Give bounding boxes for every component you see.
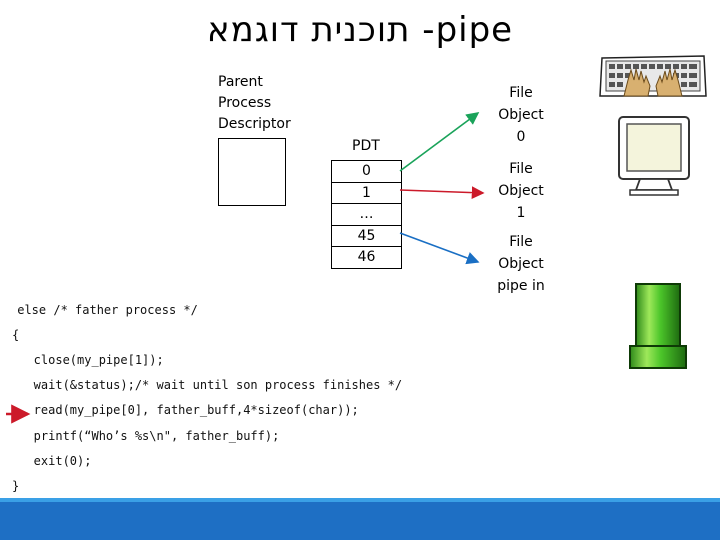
code-line-5: read(my_pipe[0], father_buff,4*sizeof(ch… bbox=[12, 403, 359, 417]
file-object-1-line2: Object bbox=[498, 183, 544, 199]
file-object-1: File Object 1 bbox=[476, 158, 566, 224]
file-object-0-line2: Object bbox=[498, 107, 544, 123]
page-title: תוכנית דוגמא -pipe bbox=[206, 10, 514, 50]
code-line-4: wait(&status);/* wait until son process … bbox=[12, 378, 403, 392]
arrow-fd46-to-pipe-in bbox=[399, 232, 480, 265]
code-line-7: exit(0); bbox=[12, 454, 92, 468]
pdt-row-1: 1 bbox=[332, 181, 401, 204]
keyboard-icon bbox=[599, 55, 707, 97]
code-line-3: close(my_pipe[1]); bbox=[12, 353, 164, 367]
arrow-fd1-to-file-object-1 bbox=[399, 186, 485, 199]
file-object-pipe-line1: File bbox=[509, 234, 533, 250]
file-object-pipe-line2: Object bbox=[498, 256, 544, 272]
code-line-6: printf(“Who’s %s\n", father_buff); bbox=[12, 429, 280, 443]
bottom-bar-edge bbox=[0, 498, 720, 502]
arrow-fd0-to-file-object-0 bbox=[399, 112, 480, 172]
pd-label-line2: Process bbox=[218, 95, 272, 111]
pdt-row-0: 0 bbox=[362, 163, 371, 179]
file-object-0: File Object 0 bbox=[476, 82, 566, 148]
pd-label-line3: Descriptor bbox=[218, 116, 291, 132]
code-line-8: } bbox=[12, 479, 20, 493]
file-object-0-line3: 0 bbox=[516, 129, 526, 145]
pd-label-line1: Parent bbox=[218, 74, 263, 90]
pdt-table: 0 1 … 45 46 bbox=[331, 160, 402, 269]
pdt-row-46: 46 bbox=[332, 246, 401, 268]
parent-process-descriptor-box bbox=[218, 138, 286, 206]
file-object-1-line1: File bbox=[509, 161, 533, 177]
code-line-2: { bbox=[12, 328, 20, 342]
file-object-pipe-in: File Object pipe in bbox=[476, 231, 566, 297]
file-object-pipe-line3: pipe in bbox=[497, 278, 545, 294]
monitor-icon bbox=[618, 116, 690, 196]
bottom-accent-bar bbox=[0, 498, 720, 540]
green-pipe-icon bbox=[629, 283, 687, 369]
code-line-1: else /* father process */ bbox=[10, 303, 198, 317]
pdt-row-45: 45 bbox=[332, 224, 401, 247]
file-object-1-line3: 1 bbox=[516, 205, 526, 221]
pdt-row-ellipsis: … bbox=[332, 203, 401, 225]
file-object-0-line1: File bbox=[509, 85, 533, 101]
parent-process-descriptor-label: Parent Process Descriptor bbox=[218, 72, 291, 135]
pdt-label: PDT bbox=[352, 138, 380, 154]
